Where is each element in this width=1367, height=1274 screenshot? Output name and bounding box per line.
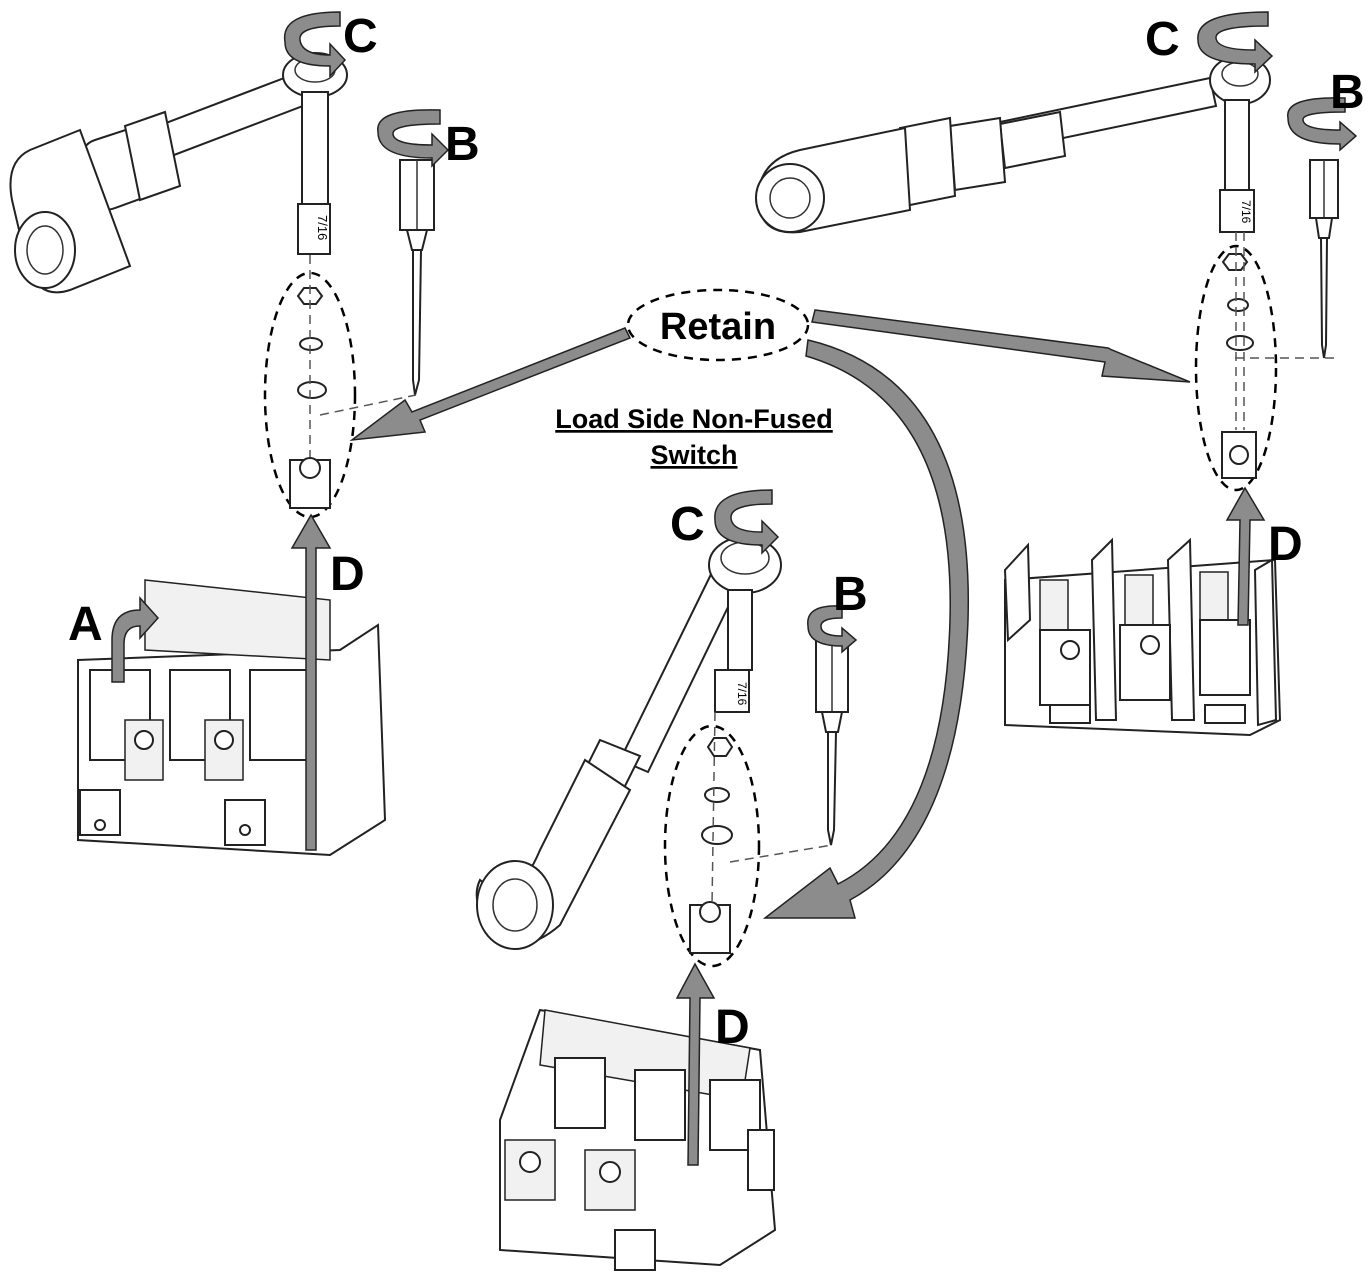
center-screwdriver (815, 639, 849, 846)
left-assembly: 7/16 (9, 10, 480, 857)
right-b-rotation-arrow (1287, 97, 1358, 152)
right-ratchet-wrench: 7/16 (755, 55, 1271, 234)
right-fuse-block-base (1003, 537, 1282, 737)
center-label-d: D (715, 1001, 750, 1054)
left-screwdriver (399, 159, 435, 396)
right-label-c: C (1145, 13, 1180, 66)
center-retain-oval (663, 724, 761, 968)
right-hardware-stack (1194, 232, 1336, 492)
right-label-b: B (1330, 66, 1365, 119)
retain-arrow-curved (762, 339, 970, 919)
right-c-rotation-arrow (1197, 11, 1274, 74)
left-ratchet-wrench: 7/16 (9, 52, 348, 294)
right-d-arrow (1225, 486, 1266, 626)
left-retain-oval (263, 271, 357, 519)
left-label-b: B (445, 118, 480, 171)
right-socket-marking: 7/16 (1239, 200, 1253, 224)
retain-arrow-left (349, 327, 632, 442)
left-label-a: A (68, 598, 103, 651)
center-ratchet-wrench: 7/16 (475, 536, 782, 950)
center-d-arrow (675, 962, 716, 1166)
right-screwdriver (1309, 159, 1339, 359)
left-socket-marking: 7/16 (315, 215, 330, 240)
retain-oval (626, 288, 810, 362)
left-d-arrow (290, 513, 332, 851)
left-label-d: D (330, 548, 365, 601)
retain-callout: Retain (349, 288, 1191, 919)
diagram-title-line1: Load Side Non-Fused (555, 404, 833, 434)
left-a-rotation-arrow (111, 596, 160, 683)
right-assembly: 7/16 (755, 11, 1365, 737)
center-b-rotation-arrow (807, 605, 858, 654)
right-retain-oval (1194, 244, 1278, 492)
retain-arrow-right (811, 309, 1191, 383)
right-label-d: D (1268, 518, 1303, 571)
center-assembly: 7/16 (475, 489, 868, 1271)
left-c-rotation-arrow (283, 11, 347, 78)
left-hardware-stack (263, 255, 417, 519)
center-label-b: B (833, 568, 868, 621)
center-c-rotation-arrow (714, 489, 780, 555)
center-label-c: C (670, 498, 705, 551)
center-socket-marking: 7/16 (735, 682, 749, 706)
retain-label: Retain (660, 306, 776, 348)
diagram-title-line2: Switch (650, 440, 737, 470)
center-hardware-stack (663, 711, 833, 968)
left-b-rotation-arrow (377, 109, 450, 168)
left-label-c: C (343, 10, 378, 63)
